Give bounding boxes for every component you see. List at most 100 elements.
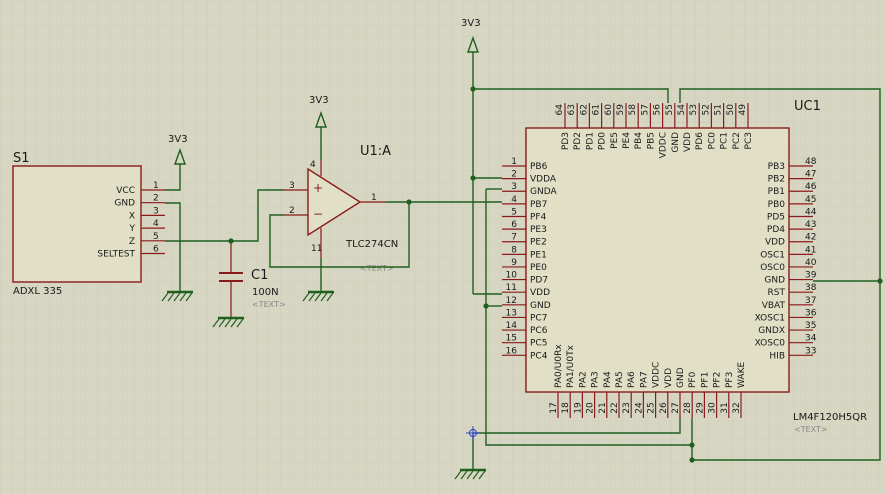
ground-symbols: [161, 290, 486, 480]
junction: [689, 457, 695, 463]
uc1-pin-num: 22: [610, 402, 620, 413]
opamp-u1a[interactable]: + − 4 3 2 1 11 U1:A TLC274CN <TEXT>: [284, 144, 398, 273]
s1-part: ADXL 335: [13, 286, 62, 297]
uc1-pin-num: 55: [665, 104, 675, 115]
uc1-pin-num: 15: [506, 334, 517, 344]
uc1-pin-num: 57: [640, 104, 650, 115]
uc1-pin-name: VDD: [530, 288, 550, 298]
uc1-pin-name: PB0: [768, 200, 786, 210]
uc1-pin-name: PC6: [530, 326, 548, 336]
uc1-pin-name: PA0/U0Rx: [554, 344, 564, 388]
uc1-pin-name: PB3: [768, 162, 785, 172]
s1-pin-name: Z: [129, 237, 135, 247]
uc1-pin-name: PD0: [598, 132, 608, 150]
uc1-pin-name: VDDC: [659, 132, 669, 158]
uc1-pin-num: 28: [683, 402, 693, 414]
uc1-pin-num: 17: [549, 402, 559, 413]
ground-icon: [302, 290, 334, 302]
s1-pin-name: Y: [129, 224, 136, 234]
s1-pin-num: 5: [153, 232, 159, 242]
uc1-pin-num: 24: [634, 402, 644, 414]
uc1-pin-num: 6: [511, 220, 517, 230]
cursor-marker: [466, 426, 480, 440]
uc1-pin-num: 35: [805, 321, 816, 331]
uc1-pin-name: XOSC1: [755, 313, 785, 323]
uc1-pin-num: 56: [653, 104, 663, 116]
uc1-pin-name: PE0: [530, 263, 547, 273]
uc1-pin-num: 31: [720, 402, 730, 413]
uc1-pin-name: PA1/U0Tx: [566, 344, 576, 388]
s1-pin-name: SELTEST: [97, 250, 135, 260]
uc1-pin-num: 4: [511, 195, 517, 205]
cap-ref: C1: [251, 268, 268, 283]
opamp-triangle: [307, 167, 362, 237]
wire-vdd-bottom: [473, 418, 681, 434]
uc1-pin-name: PB7: [530, 200, 547, 210]
uc1-pin-num: 27: [671, 402, 681, 413]
uc1-pin-num: 1: [511, 157, 517, 167]
junctions: [228, 86, 883, 463]
uc1-pin-num: 37: [805, 296, 816, 306]
uc1-pin-name: VDD: [765, 238, 785, 248]
uc1-pin-num: 7: [511, 233, 517, 243]
uc1-pin-name: PD4: [767, 225, 785, 235]
uc1-pin-num: 52: [701, 104, 711, 115]
uc1-pin-name: GNDA: [530, 187, 557, 197]
uc1-pin-name: PF0: [688, 371, 698, 388]
junction: [406, 199, 412, 205]
power-terminal-3v3-s1[interactable]: 3V3: [168, 134, 188, 165]
uc1-pin-num: 3: [511, 182, 517, 192]
power-terminal-3v3-main[interactable]: 3V3: [461, 18, 481, 53]
uc1-pin-name: VBAT: [762, 301, 786, 311]
uc1-pin-num: 44: [805, 207, 817, 217]
uc1-pin-name: PC0: [707, 132, 717, 150]
uc1-pin-num: 46: [805, 182, 817, 192]
wire-3v3-top: [473, 88, 669, 103]
s1-ref: S1: [13, 151, 30, 166]
opamp-placeholder-text: <TEXT>: [360, 264, 394, 273]
uc1-pin-num: 23: [622, 402, 632, 413]
s1-pin-name: VCC: [116, 186, 135, 196]
uc1-pin-num: 9: [511, 258, 517, 268]
uc1-component[interactable]: UC1 LM4F120H5QR <TEXT> PB61VDDA2GNDA3PB7…: [502, 99, 867, 434]
uc1-pin-num: 41: [805, 245, 816, 255]
uc1-ref: UC1: [794, 99, 821, 114]
uc1-pin-num: 39: [805, 271, 817, 281]
uc1-pin-num: 21: [598, 402, 608, 413]
uc1-pin-name: PC2: [732, 132, 742, 149]
junction: [470, 175, 476, 181]
power-terminal-3v3-opamp[interactable]: 3V3: [309, 95, 329, 128]
uc1-pin-name: PF1: [700, 372, 710, 388]
capacitor-c1[interactable]: C1 100N <TEXT>: [219, 242, 286, 318]
uc1-pin-name: PA2: [578, 371, 588, 388]
uc1-pin-37: VBAT 37: [762, 296, 817, 311]
uc1-pin-num: 5: [511, 207, 517, 217]
uc1-pin-28: PF0 28: [683, 371, 698, 418]
uc1-pin-num: 34: [805, 334, 817, 344]
junction: [483, 303, 489, 309]
